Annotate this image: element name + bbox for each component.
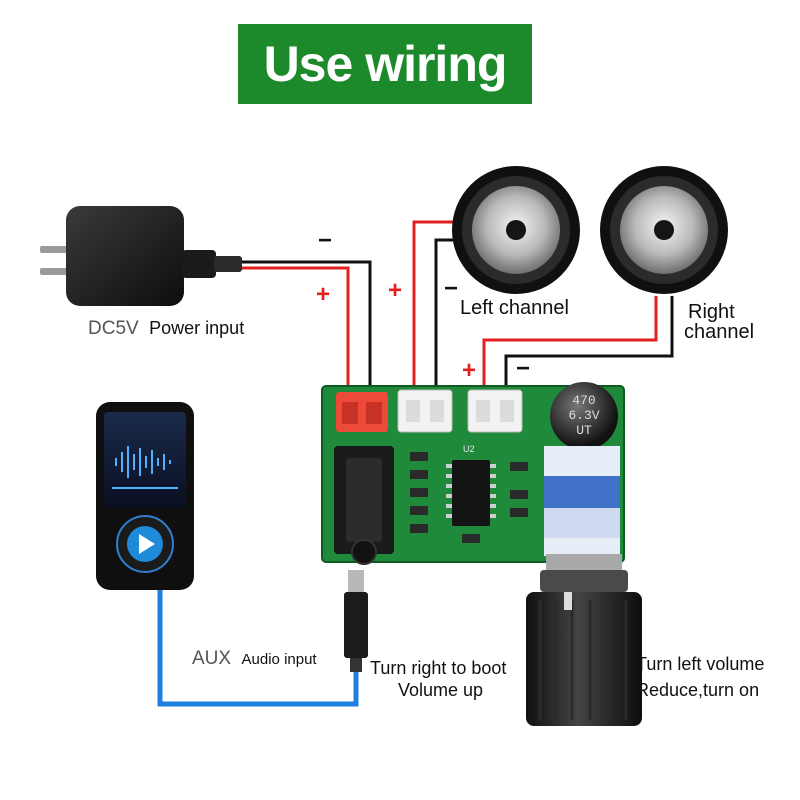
capacitor: 470 6.3V UT (550, 382, 618, 450)
play-icon (139, 534, 155, 554)
power-plus-wire (240, 266, 350, 398)
chip-label: U2 (463, 444, 475, 454)
power-minus-mark: − (318, 227, 332, 254)
turn-right-label-line1: Turn right to boot (370, 658, 506, 678)
audio-jack (334, 446, 394, 565)
right-minus-wire (504, 296, 674, 394)
left-channel-label: Left channel (460, 297, 569, 319)
mp3-player (96, 402, 194, 590)
labels: DC5V Power input Left channel Right chan… (88, 297, 764, 700)
turn-left-label-line1: Turn left volume (636, 654, 764, 674)
capacitor-voltage: 6.3V (568, 408, 599, 423)
amplifier-board: 470 6.3V UT U2 (321, 382, 625, 565)
right-plus-wire (482, 296, 658, 394)
right-plus-mark: + (462, 357, 476, 384)
turn-left-label-line2: Reduce,turn on (636, 680, 759, 700)
left-minus-mark: − (444, 275, 458, 302)
capacitor-value: 470 (572, 393, 595, 408)
wires (240, 220, 674, 398)
title-banner: Use wiring (238, 24, 532, 104)
aux-label: AUX Audio input (192, 648, 317, 669)
left-plus-mark: + (388, 277, 402, 304)
right-minus-mark: − (516, 355, 530, 382)
capacitor-code: UT (576, 423, 592, 438)
right-channel-label-line1: Right (688, 301, 735, 323)
power-plus-mark: + (316, 281, 330, 308)
left-minus-wire (434, 238, 460, 394)
left-plus-wire (412, 220, 458, 394)
power-minus-wire (240, 260, 372, 398)
turn-right-label-line2: Volume up (398, 680, 483, 700)
title-text: Use wiring (263, 36, 508, 92)
right-channel-label-line2: channel (684, 321, 754, 343)
aux-cable (157, 570, 368, 707)
volume-knob[interactable] (526, 554, 642, 726)
polarity-marks: − + + − + − (316, 227, 530, 384)
amplifier-chip: U2 (446, 444, 496, 526)
smd-components (410, 452, 528, 543)
power-label: DC5V Power input (88, 318, 244, 339)
left-speaker (452, 166, 580, 294)
waveform-icon (115, 446, 171, 478)
potentiometer-body (544, 446, 620, 556)
right-speaker (600, 166, 728, 294)
power-adapter (40, 206, 242, 306)
